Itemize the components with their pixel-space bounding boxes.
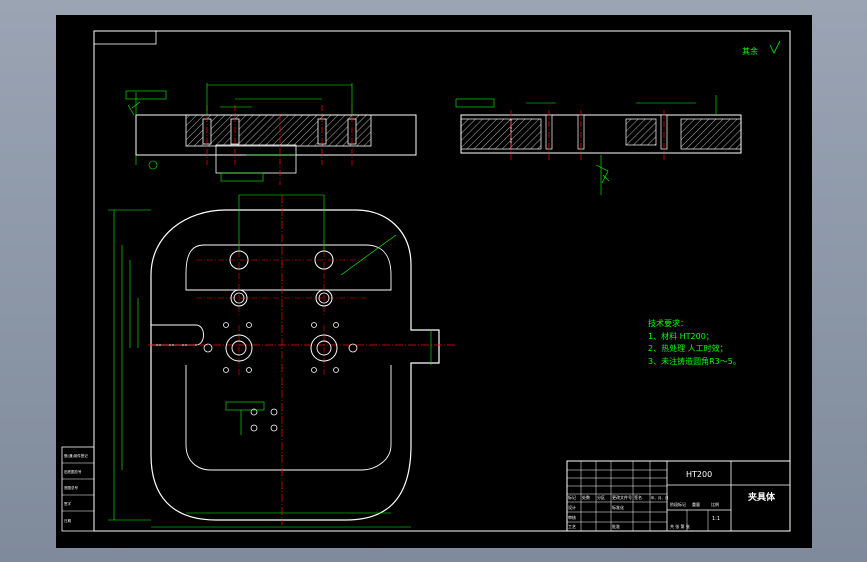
side-item-3: 签字 <box>64 501 71 506</box>
tb-designer: 设计 <box>568 504 576 510</box>
tech-req-item-3: 3、未注铸造圆角R3～5。 <box>648 356 741 366</box>
tb-sign: 签名 <box>634 494 642 500</box>
tb-weight: 重量 <box>692 501 700 507</box>
side-item-2: 底图总号 <box>64 485 78 490</box>
material-text: HT200 <box>686 470 712 479</box>
tb-qty: 处数 <box>582 494 590 500</box>
side-record-block: 借(通)用件登记 旧底图总号 底图总号 签字 日期 <box>61 446 95 532</box>
tech-req-title: 技术要求： <box>648 319 688 328</box>
roughness-label: 其余 <box>742 46 758 56</box>
technical-requirements: 技术要求： 1、材料 HT200； 2、热处理 人工时效； 3、未注铸造圆角R3… <box>648 318 741 368</box>
side-item-4: 日期 <box>64 518 71 523</box>
drawing-sheet: 其余 <box>56 15 812 548</box>
corner-code-box <box>93 30 157 45</box>
outer-border <box>93 30 791 532</box>
tech-req-item-2: 2、热处理 人工时效； <box>648 344 728 353</box>
tb-stage-mark: 阶段标记 <box>670 501 686 507</box>
tb-craft: 工艺 <box>568 524 576 529</box>
tb-sheets: 共 张 第 张 <box>670 523 690 529</box>
tb-approve: 批准 <box>612 523 620 529</box>
tb-date: 年、月、日 <box>651 495 669 500</box>
front-section-view <box>125 83 417 185</box>
tb-scale-value: 1:1 <box>712 516 720 522</box>
tb-doc-no: 更改文件号 <box>612 494 632 500</box>
side-section-view <box>455 95 742 195</box>
tb-mark: 标记 <box>568 494 576 500</box>
tb-scale-label: 比例 <box>711 501 719 507</box>
drawing-canvas: 其余 <box>61 30 791 532</box>
tech-req-item-1: 1、材料 HT200； <box>648 331 714 341</box>
roughness-symbol <box>769 40 781 54</box>
tb-zone: 分区 <box>597 494 605 500</box>
side-item-0: 借(通)用件登记 <box>64 453 88 458</box>
title-block: HT200 夹具体 标记 处数 分区 更改文件号 签名 年、月、日 设计 标准化… <box>566 460 791 532</box>
plan-view <box>108 194 456 528</box>
tb-standardize: 标准化 <box>612 504 624 510</box>
side-item-1: 旧底图总号 <box>64 469 82 474</box>
tb-reviewer: 审核 <box>568 514 576 520</box>
part-name-text: 夹具体 <box>748 491 776 503</box>
